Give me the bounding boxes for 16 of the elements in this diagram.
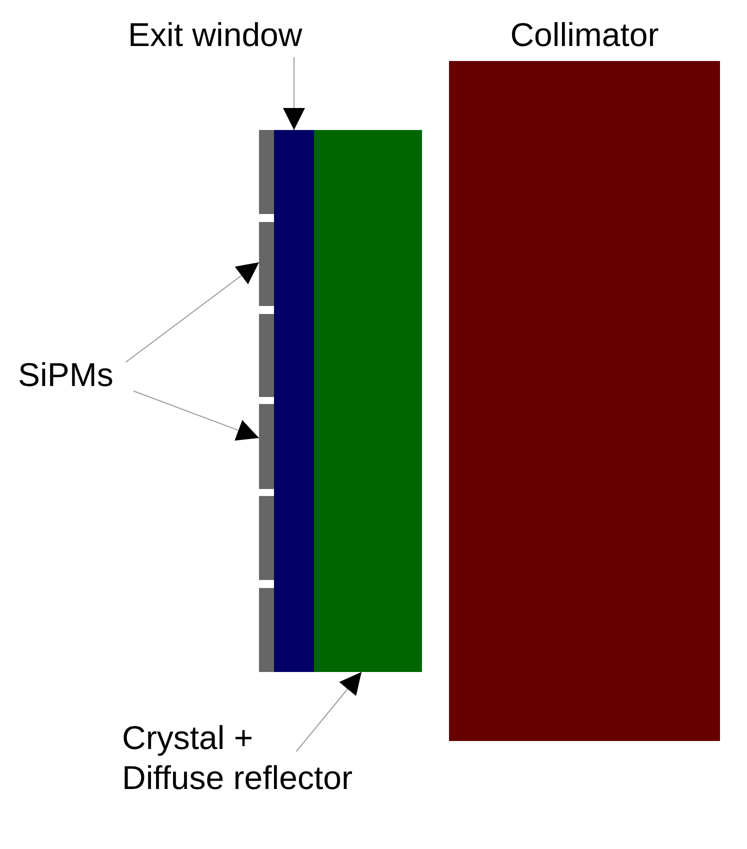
exit-window-layer [274, 130, 314, 672]
sipm-bar [259, 130, 274, 214]
sipm-bar [259, 314, 274, 397]
leader-arrow [125, 262, 260, 363]
sipm-bar [259, 404, 274, 489]
leader-arrow [296, 672, 362, 752]
leader-arrow [283, 56, 305, 130]
leader-arrow [133, 390, 260, 441]
callout-label: Exit window [128, 15, 328, 55]
callout-label: Crystal + Diffuse reflector [122, 718, 382, 798]
block-heading: Collimator [509, 15, 660, 55]
sipm-bar [259, 222, 274, 306]
crystal-block [314, 130, 422, 672]
sipm-bar [259, 588, 274, 672]
callout-label: SiPMs [18, 355, 128, 395]
sipm-bar [259, 496, 274, 580]
